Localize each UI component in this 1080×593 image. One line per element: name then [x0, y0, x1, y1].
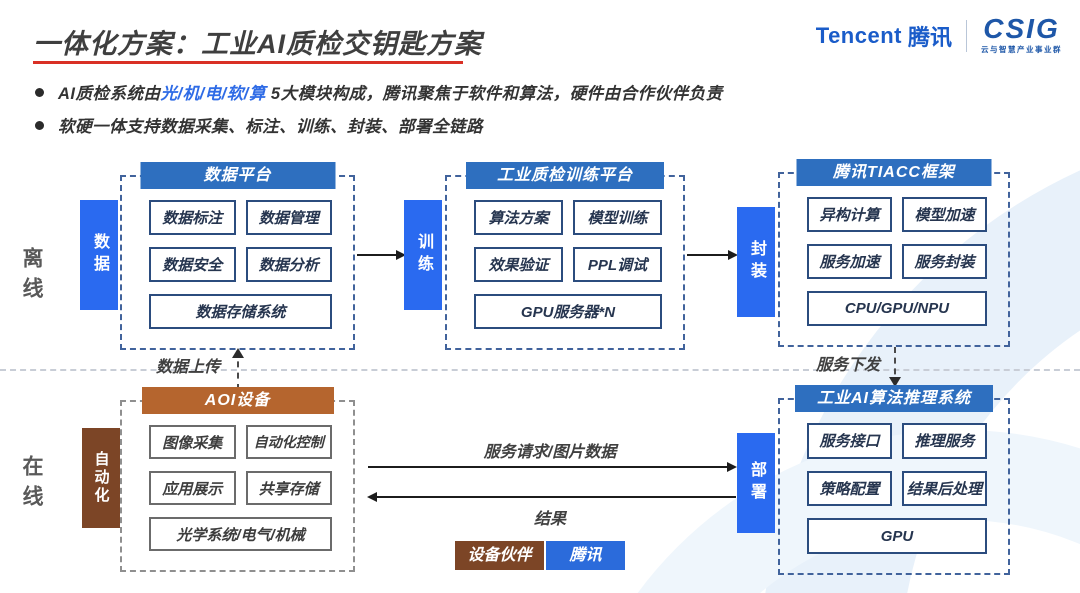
row-label-offline: 离线	[20, 247, 43, 307]
flow-label-data-upload: 数据上传	[156, 359, 221, 376]
flow-label-service-dispatch: 服务下发	[816, 357, 881, 374]
bullet-icon	[35, 120, 44, 130]
module-box: 数据存储系统	[149, 294, 332, 329]
module-box: 服务封装	[902, 244, 987, 279]
csig-tagline: 云与智慧产业事业群	[981, 45, 1062, 54]
inference-system-group: 工业AI算法推理系统 服务接口 推理服务 策略配置 结果后处理 GPU	[778, 385, 1010, 575]
module-box: 数据安全	[149, 247, 236, 282]
module-box: 数据标注	[149, 200, 236, 235]
module-box: 服务接口	[807, 423, 892, 459]
bullet-pipeline: 软硬一体支持数据采集、标注、训练、封装、部署全链路	[35, 113, 483, 137]
bullet-modules: AI质检系统由光/机/电/软/算 5大模块构成，腾讯聚焦于软件和算法，硬件由合作…	[35, 80, 723, 104]
flow-label-result: 结果	[533, 511, 566, 528]
module-box: 自动化控制	[245, 425, 332, 459]
group-header-aoi: AOI设备	[141, 387, 334, 414]
tab-train: 训练	[404, 200, 442, 310]
offline-online-divider	[0, 369, 1080, 371]
module-box: PPL调试	[573, 247, 662, 282]
brand-logos: Tencent 腾讯 CSIG 云与智慧产业事业群	[815, 13, 1062, 55]
csig-logo: CSIG 云与智慧产业事业群	[981, 13, 1062, 55]
module-box: 数据管理	[245, 200, 332, 235]
tab-package: 封装	[737, 207, 775, 317]
module-box: 光学系统/电气/机械	[149, 517, 332, 551]
arrow-service-request	[368, 462, 737, 472]
highlight-text: 光/机/电/软/算	[160, 85, 266, 103]
logo-separator	[966, 19, 967, 52]
module-box: 算法方案	[474, 200, 563, 235]
tab-deploy: 部署	[737, 433, 775, 533]
arrow-data-to-train	[357, 250, 406, 260]
legend-partner: 设备伙伴	[455, 541, 544, 570]
module-box: 服务加速	[807, 244, 892, 279]
module-box: 推理服务	[902, 423, 987, 459]
module-box: 异构计算	[807, 197, 892, 232]
flow-label-service-request: 服务请求/图片数据	[483, 444, 617, 461]
legend-tencent: 腾讯	[546, 541, 625, 570]
page-title: 一体化方案：工业AI质检交钥匙方案	[33, 29, 482, 59]
group-header-training-platform: 工业质检训练平台	[466, 162, 664, 189]
module-box: 数据分析	[245, 247, 332, 282]
module-box: GPU	[807, 518, 987, 554]
module-box: 结果后处理	[902, 470, 987, 507]
tencent-logo: Tencent	[815, 22, 902, 48]
bullet-icon	[35, 87, 44, 97]
row-label-online: 在线	[20, 455, 43, 515]
group-header-tiacc: 腾讯TIACC框架	[796, 159, 992, 186]
module-box: 模型训练	[573, 200, 662, 235]
module-box: 应用展示	[149, 471, 236, 505]
module-box: GPU服务器*N	[474, 294, 662, 329]
tab-data: 数据	[80, 200, 118, 310]
group-header-data-platform: 数据平台	[140, 162, 335, 189]
aoi-device-group: AOI设备 图像采集 自动化控制 应用展示 共享存储 光学系统/电气/机械	[120, 387, 355, 572]
arrow-service-dispatch	[889, 347, 901, 387]
title-underline	[33, 61, 463, 64]
module-box: 策略配置	[807, 470, 892, 507]
module-box: CPU/GPU/NPU	[807, 291, 987, 326]
module-box: 图像采集	[149, 425, 236, 459]
tiacc-framework-group: 腾讯TIACC框架 异构计算 模型加速 服务加速 服务封装 CPU/GPU/NP…	[778, 159, 1010, 347]
tab-automation: 自动化	[82, 428, 120, 528]
module-box: 模型加速	[902, 197, 987, 232]
group-header-inference: 工业AI算法推理系统	[795, 385, 993, 412]
data-platform-group: 数据平台 数据标注 数据管理 数据安全 数据分析 数据存储系统	[120, 162, 355, 350]
arrow-data-upload	[232, 348, 244, 390]
arrow-train-to-package	[687, 250, 738, 260]
tencent-logo-cn: 腾讯	[907, 24, 952, 50]
training-platform-group: 工业质检训练平台 算法方案 模型训练 效果验证 PPL调试 GPU服务器*N	[445, 162, 685, 350]
module-box: 共享存储	[245, 471, 332, 505]
arrow-result	[367, 492, 736, 502]
module-box: 效果验证	[474, 247, 563, 282]
